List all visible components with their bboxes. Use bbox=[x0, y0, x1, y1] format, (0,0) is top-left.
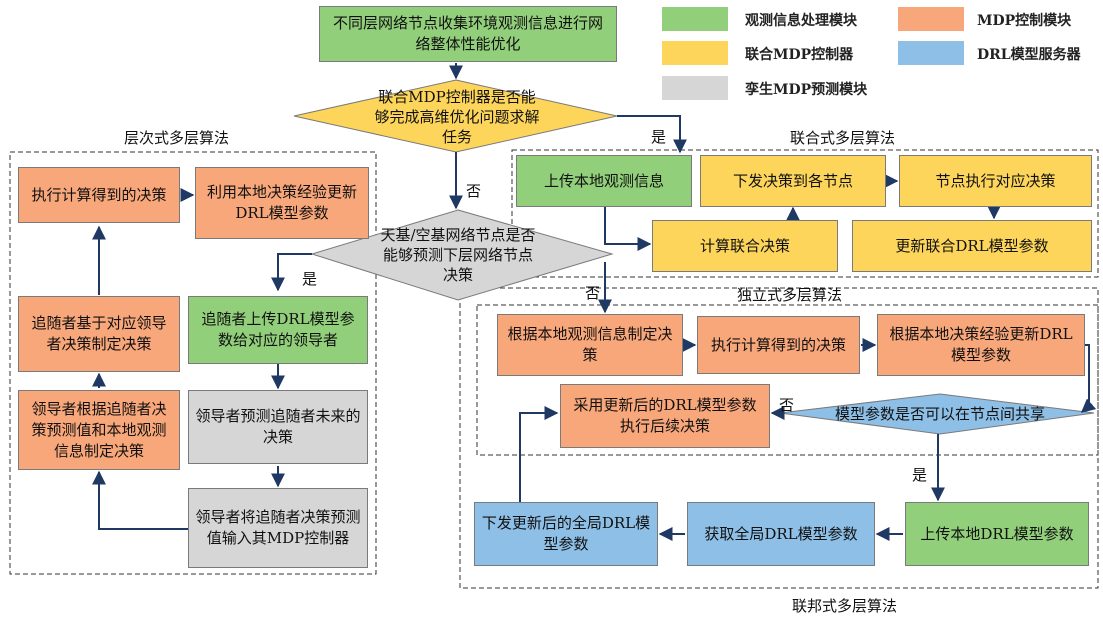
leader-predict-node: 领导者预测追随者未来的决策 bbox=[188, 390, 368, 464]
label-no-2: 否 bbox=[585, 284, 601, 302]
update-joint-node: 更新联合DRL模型参数 bbox=[852, 220, 1092, 272]
legend-label-mdp: MDP控制模块 bbox=[977, 13, 1072, 29]
upload-drl-node: 上传本地DRL模型参数 bbox=[905, 502, 1089, 566]
legend-label-observation: 观测信息处理模块 bbox=[745, 13, 857, 29]
decision3-text: 模型参数是否可以在节点间共享 bbox=[834, 405, 1045, 423]
legend-swatch-twin-predict bbox=[662, 76, 728, 100]
upload-obs-node: 上传本地观测信息 bbox=[516, 155, 692, 207]
group-border-hierarchical bbox=[9, 151, 377, 575]
group-title-federated: 联邦式多层算法 bbox=[792, 597, 898, 615]
arrow-d2-yes bbox=[271, 253, 312, 292]
legend-swatch-joint-controller bbox=[662, 41, 728, 65]
legend-label-twin-predict: 孪生MDP预测模块 bbox=[745, 82, 868, 98]
decision2-diamond bbox=[310, 209, 614, 301]
decision1-text: 联合MDP控制器是否能够完成高维优化问题求解任务 bbox=[374, 88, 540, 146]
group-title-joint: 联合式多层算法 bbox=[790, 129, 896, 147]
legend-swatch-mdp bbox=[898, 7, 964, 31]
group-title-independent: 独立式多层算法 bbox=[737, 286, 843, 304]
update-local-drl2-node: 根据本地决策经验更新DRL模型参数 bbox=[877, 314, 1085, 376]
decision3-diamond bbox=[779, 393, 1095, 435]
node-exec-node: 节点执行对应决策 bbox=[899, 155, 1092, 207]
label-no-3: 否 bbox=[779, 396, 795, 414]
legend-swatch-drl-server bbox=[898, 41, 964, 65]
legend-label-drl-server: DRL模型服务器 bbox=[977, 47, 1081, 63]
group-border-joint bbox=[511, 149, 1099, 278]
follower-upload-node: 追随者上传DRL模型参数给对应的领导者 bbox=[188, 296, 368, 364]
exec-decision2-node: 执行计算得到的决策 bbox=[697, 316, 860, 374]
group-title-hierarchical: 层次式多层算法 bbox=[124, 129, 230, 147]
get-global-node: 获取全局DRL模型参数 bbox=[687, 502, 875, 566]
follower-decide-node: 追随者基于对应领导者决策制定决策 bbox=[18, 296, 180, 372]
calc-joint-node: 计算联合决策 bbox=[652, 220, 838, 272]
arrow-update2-to-d3 bbox=[1080, 344, 1097, 413]
arrow-d1-yes bbox=[617, 115, 687, 154]
use-updated-node: 采用更新后的DRL模型参数执行后续决策 bbox=[560, 384, 770, 448]
dispatch-global-node: 下发更新后的全局DRL模型参数 bbox=[474, 502, 658, 566]
dispatch-node: 下发决策到各节点 bbox=[700, 155, 886, 207]
decision2-text: 天基/空基网络节点是否能够预测下层网络节点决策 bbox=[380, 226, 536, 284]
label-no-1: 否 bbox=[466, 182, 482, 200]
label-yes-3: 是 bbox=[912, 466, 928, 484]
legend-label-joint-controller: 联合MDP控制器 bbox=[745, 47, 854, 63]
local-decide-node: 根据本地观测信息制定决策 bbox=[497, 314, 683, 376]
arrow-dispatch-to-use bbox=[519, 406, 559, 507]
label-yes-1: 是 bbox=[651, 128, 667, 146]
leader-decide-node: 领导者根据追随者决策预测值和本地观测信息制定决策 bbox=[18, 390, 180, 470]
leader-input-node: 领导者将追随者决策预测值输入其MDP控制器 bbox=[188, 488, 368, 568]
label-yes-2: 是 bbox=[302, 270, 318, 288]
arrow-upload-to-calc bbox=[604, 207, 652, 251]
arrow-input-to-leader bbox=[92, 470, 188, 530]
exec-decision-node: 执行计算得到的决策 bbox=[18, 167, 180, 223]
start-node: 不同层网络节点收集环境观测信息进行网络整体性能优化 bbox=[319, 6, 617, 62]
group-border-federated bbox=[459, 287, 1099, 589]
update-local-drl-node: 利用本地决策经验更新DRL模型参数 bbox=[195, 167, 369, 239]
legend-swatch-observation bbox=[662, 7, 728, 31]
